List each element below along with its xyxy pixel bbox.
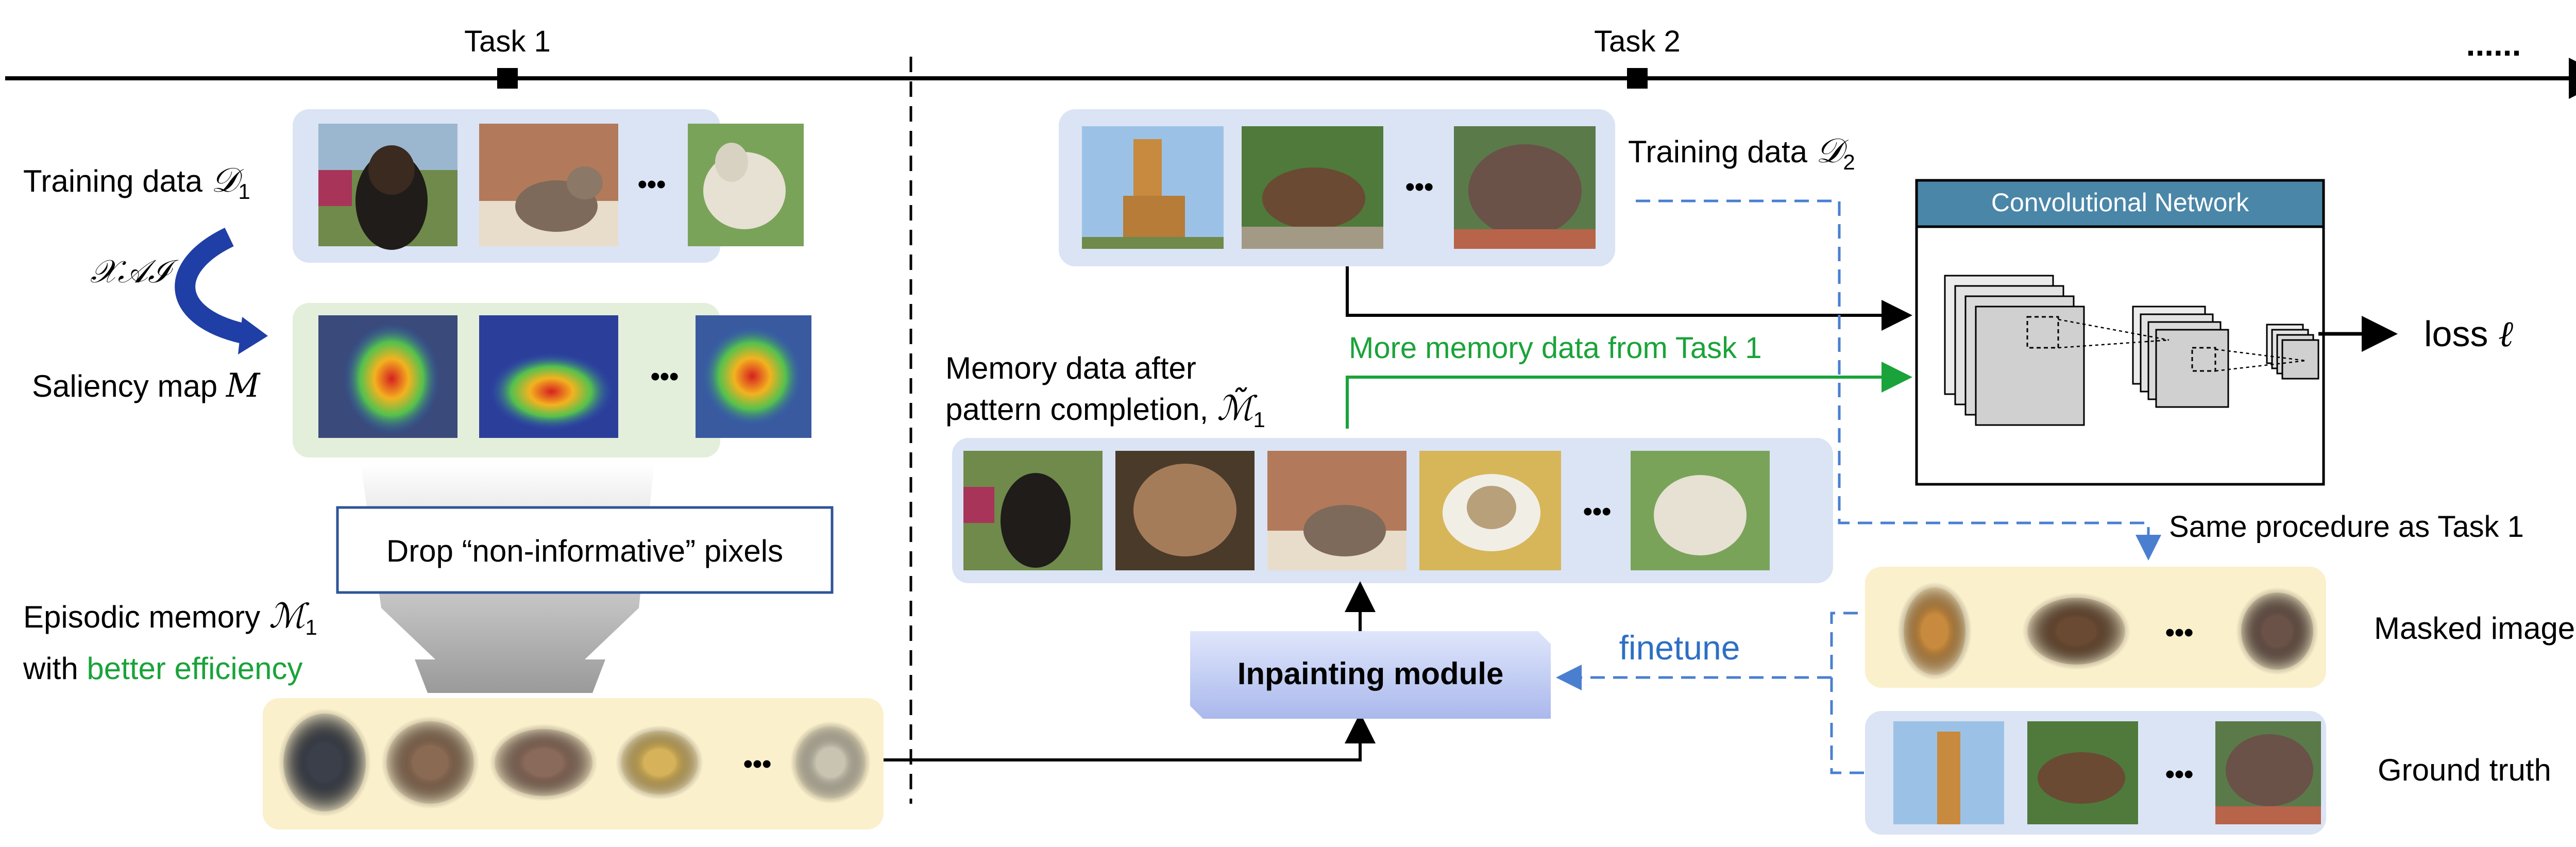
gt-giraffe-thumbnail	[1893, 721, 2004, 824]
memory-dots: •••	[1583, 497, 1612, 527]
conv-layer-2	[2132, 306, 2229, 408]
same-procedure-label: Same procedure as Task 1	[2169, 510, 2524, 544]
completed-dog-thumbnail	[963, 451, 1103, 570]
dog2-masked-thumbnail	[381, 716, 479, 809]
network-title: Convolutional Network	[1991, 188, 2249, 217]
drop-pixels-box	[336, 506, 834, 594]
task2-marker	[1627, 68, 1648, 89]
task2-training-images: •••	[1082, 126, 1596, 249]
timeline: Task 1 Task 2 ......	[5, 25, 2576, 99]
bear-masked-thumbnail	[2022, 592, 2130, 670]
inpainting-label: Inpainting module	[1238, 656, 1504, 691]
cat2-masked-thumbnail	[616, 725, 703, 800]
task1-training-label: Training data 𝒟1	[23, 160, 250, 204]
ground-truth-label: Ground truth	[2378, 753, 2551, 787]
episodic-images: •••	[278, 708, 871, 817]
task2-label: Task 2	[1594, 25, 1681, 58]
task2-training-dots: •••	[1405, 172, 1434, 202]
episodic-memory-label: Episodic memory ℳ1	[23, 596, 317, 639]
dog-thumbnail	[318, 124, 457, 250]
finetune-label: finetune	[1619, 629, 1740, 667]
cat-thumbnail	[479, 124, 618, 246]
elephant-masked-thumbnail	[2236, 587, 2318, 675]
saliency-images: •••	[318, 315, 811, 438]
memory-to-network-arrow	[1346, 362, 1912, 429]
completed-dog2-thumbnail	[1115, 451, 1255, 570]
cat-saliency-thumbnail	[479, 315, 618, 438]
finetune-bracket	[1830, 612, 1880, 774]
sheep-saliency-thumbnail	[696, 315, 811, 438]
masked-images-label: Masked images	[2374, 611, 2576, 646]
task1-label: Task 1	[464, 25, 551, 58]
task1-marker	[497, 68, 518, 89]
loss-label: loss ℓ	[2424, 313, 2513, 355]
giraffe-masked-thumbnail	[1897, 582, 1972, 680]
efficiency-label: with better efficiency	[23, 651, 303, 686]
inpainting-module: Inpainting module	[1190, 631, 1551, 719]
task2-training-label: Training data 𝒟2	[1628, 131, 1855, 174]
ground-truth-images: •••	[1893, 721, 2321, 824]
timeline-ellipsis: ......	[2466, 26, 2521, 63]
training-dots: •••	[638, 170, 666, 199]
completed-cat2-thumbnail	[1419, 451, 1561, 570]
dog-masked-thumbnail	[278, 708, 371, 817]
completed-sheep-thumbnail	[1631, 451, 1770, 570]
gt-bear-thumbnail	[2027, 721, 2138, 824]
procedure-dashed-arrow	[1636, 199, 2161, 561]
memory-data-label-line2: pattern completion, ℳ̃1	[945, 387, 1265, 432]
saliency-dots: •••	[651, 362, 679, 392]
sheep-masked-thumbnail	[790, 721, 871, 804]
memory-data-label-line1: Memory data after	[945, 351, 1196, 385]
episodic-to-inpainting-arrow	[884, 713, 1376, 761]
ground-truth-dots: •••	[2165, 759, 2194, 789]
saliency-label: Saliency map M	[32, 367, 261, 405]
network-header	[1915, 179, 2325, 228]
masked-images: •••	[1897, 582, 2318, 680]
cat-masked-thumbnail	[489, 724, 598, 801]
conv-layer-1	[1944, 275, 2085, 426]
more-memory-label: More memory data from Task 1	[1349, 331, 1762, 365]
memory-completed-images: •••	[963, 451, 1770, 570]
gt-elephant-thumbnail	[2215, 721, 2321, 824]
completed-cat-thumbnail	[1267, 451, 1406, 570]
elephant-thumbnail	[1454, 126, 1596, 249]
xai-label: 𝒳𝒜ℐ	[90, 252, 179, 290]
training-to-network-arrow	[1346, 266, 1912, 331]
drop-pixels-label: Drop “non-informative” pixels	[386, 534, 783, 568]
task1-training-images: •••	[318, 124, 804, 250]
convolutional-network: Convolutional Network	[1915, 179, 2325, 486]
sheep-thumbnail	[688, 124, 804, 246]
giraffe-thumbnail	[1082, 126, 1224, 249]
dog-saliency-thumbnail	[318, 315, 457, 438]
xai-arrow	[175, 227, 268, 354]
bear-thumbnail	[1242, 126, 1383, 249]
masked-dots: •••	[2165, 618, 2194, 648]
episodic-dots: •••	[743, 749, 772, 779]
